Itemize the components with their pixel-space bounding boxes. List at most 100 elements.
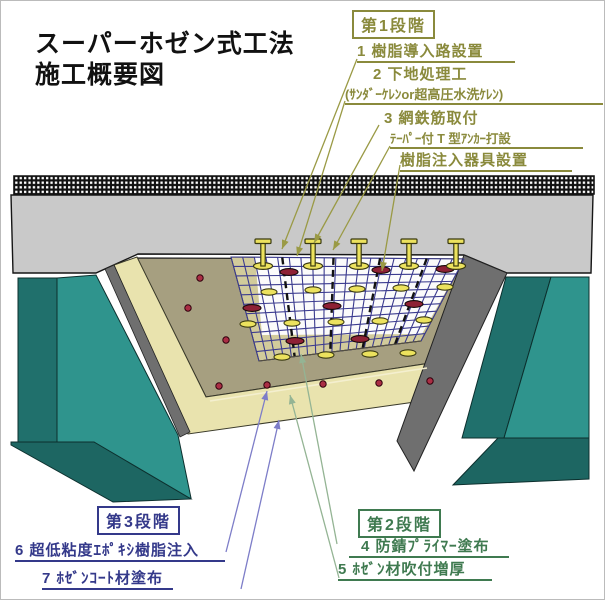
label-resin-path: 1 樹脂導入路設置	[357, 40, 515, 63]
leader-arrowhead	[380, 261, 387, 271]
injection-port-red	[404, 300, 424, 308]
leader-arrowhead	[299, 354, 307, 364]
mesh-grid-line	[312, 257, 317, 355]
injection-point-dot	[196, 274, 204, 282]
injection-port-yellow	[399, 349, 417, 357]
mesh-grid-line	[355, 258, 372, 350]
injection-port-yellow	[436, 283, 454, 291]
stage2-badge: 第2段階	[358, 509, 441, 538]
t-anchor-bar	[254, 238, 272, 245]
t-anchor-stem	[406, 241, 412, 267]
mesh-grid-line	[256, 332, 425, 353]
title-line2: 施工概要図	[35, 61, 166, 89]
t-anchor-stem	[310, 241, 316, 267]
injection-port-red	[371, 266, 391, 274]
mesh-grid-line	[371, 258, 395, 348]
injection-point-dot	[319, 380, 327, 388]
injection-port-yellow	[392, 284, 410, 292]
injection-port-yellow	[317, 351, 335, 359]
mesh-grid-line	[420, 258, 465, 342]
t-anchor-bar	[350, 238, 368, 245]
injection-port-red	[322, 302, 342, 310]
label-primer-text: 4 防錆ﾌﾟﾗｲﾏｰ塗布	[361, 538, 490, 555]
leader-line	[300, 353, 338, 545]
mesh-grid-line	[236, 273, 457, 277]
cut-face-band-left	[104, 264, 191, 438]
t-anchor-bar	[447, 238, 465, 245]
leader-arrowhead	[282, 239, 289, 249]
injection-point-dot	[426, 377, 434, 385]
label-epoxy-injection: 6 超低粘度ｴﾎﾟｷｼ樹脂注入	[15, 539, 225, 562]
injection-point-dot	[184, 304, 192, 312]
leader-line	[289, 394, 340, 579]
leader-line	[313, 124, 380, 244]
injection-port-yellow	[260, 288, 278, 296]
injection-port-yellow	[348, 285, 366, 293]
resin-path-dashed-line	[393, 258, 428, 345]
label-mesh-install: 3 網鉄筋取付 ﾃｰﾊﾟｰ付 T 型ｱﾝｶｰ打設 樹脂注入器具設置	[378, 107, 583, 172]
leader-arrowhead	[333, 240, 341, 250]
mesh-grid-line	[300, 257, 309, 356]
leader-line	[225, 390, 268, 553]
t-anchor-stem	[356, 241, 362, 267]
label-surface-prep: 2 下地処理工 (ｻﾝﾀﾞｰｹﾚﾝor超高圧水洗ｹﾚﾝ)	[345, 63, 603, 105]
mesh-grid-line	[404, 258, 442, 344]
page-title: スーパーホゼン式工法 施工概要図	[35, 29, 295, 91]
t-anchor-stem	[260, 241, 266, 267]
t-anchor-stem	[453, 241, 459, 267]
leader-line	[281, 58, 358, 250]
mesh-grid-line	[265, 257, 284, 359]
leader-arrowhead	[314, 233, 322, 243]
resin-path-dashed-line	[329, 257, 335, 353]
injection-port-yellow	[239, 320, 257, 328]
leader-line	[381, 164, 401, 272]
t-anchor-bar	[304, 238, 322, 245]
label-primer: 4 防錆ﾌﾟﾗｲﾏｰ塗布	[349, 535, 509, 558]
stage3-badge: 第3段階	[97, 506, 180, 535]
label-mesh-install-main: 3 網鉄筋取付	[384, 110, 479, 127]
leader-arrowhead	[273, 420, 281, 430]
injection-port-red	[285, 337, 305, 345]
leader-arrowhead	[288, 395, 296, 405]
injection-port-yellow	[283, 319, 301, 327]
label-coat-material: 7 ﾎｾﾞﾝｺｰﾄ材塗布	[42, 567, 173, 590]
leader-arrowhead	[261, 391, 269, 401]
t-anchor-bar	[400, 238, 418, 245]
mesh-grid-line	[248, 310, 437, 324]
injection-port-red	[350, 335, 370, 343]
left-girder-flange	[10, 441, 193, 503]
label-injection-device: 樹脂注入器具設置	[400, 149, 572, 172]
right-girder-flange	[451, 437, 590, 486]
leader-line	[296, 100, 346, 257]
left-girder-web-dark	[17, 277, 58, 443]
leader-arrowhead	[296, 246, 304, 256]
title-line1: スーパーホゼン式工法	[35, 30, 295, 58]
mesh-grid-line	[339, 257, 349, 352]
edge-line	[209, 367, 428, 402]
mesh-grid-line	[243, 295, 445, 305]
mesh-grid-line	[230, 256, 465, 260]
injection-point-dot	[215, 382, 223, 390]
mesh-grid-line	[347, 258, 360, 351]
injection-port-yellow	[273, 353, 291, 361]
injection-point-dot	[263, 381, 271, 389]
mesh-grid-line	[388, 258, 418, 346]
injection-point-dot	[222, 336, 230, 344]
leader-line	[240, 419, 280, 590]
label-surface-prep-main: 2 下地処理工	[373, 66, 468, 83]
label-spray-thickening: 5 ﾎｾﾞﾝ材吹付増厚	[338, 558, 492, 581]
injection-port-yellow	[361, 350, 379, 358]
label-anchor-driving: ﾃｰﾊﾟｰ付 T 型ｱﾝｶｰ打設	[390, 128, 583, 149]
cut-face-band-right	[396, 254, 508, 473]
mesh-grid-line	[379, 258, 407, 347]
injection-port-yellow	[415, 316, 433, 324]
injection-port-yellow	[327, 318, 345, 326]
road-surface-strip	[13, 175, 595, 195]
injection-port-yellow	[304, 286, 322, 294]
injection-port-yellow	[371, 317, 389, 325]
leader-line	[332, 145, 391, 251]
label-surface-prep-sub: (ｻﾝﾀﾞｰｹﾚﾝor超高圧水洗ｹﾚﾝ)	[345, 84, 603, 105]
injection-port-red	[279, 268, 299, 276]
